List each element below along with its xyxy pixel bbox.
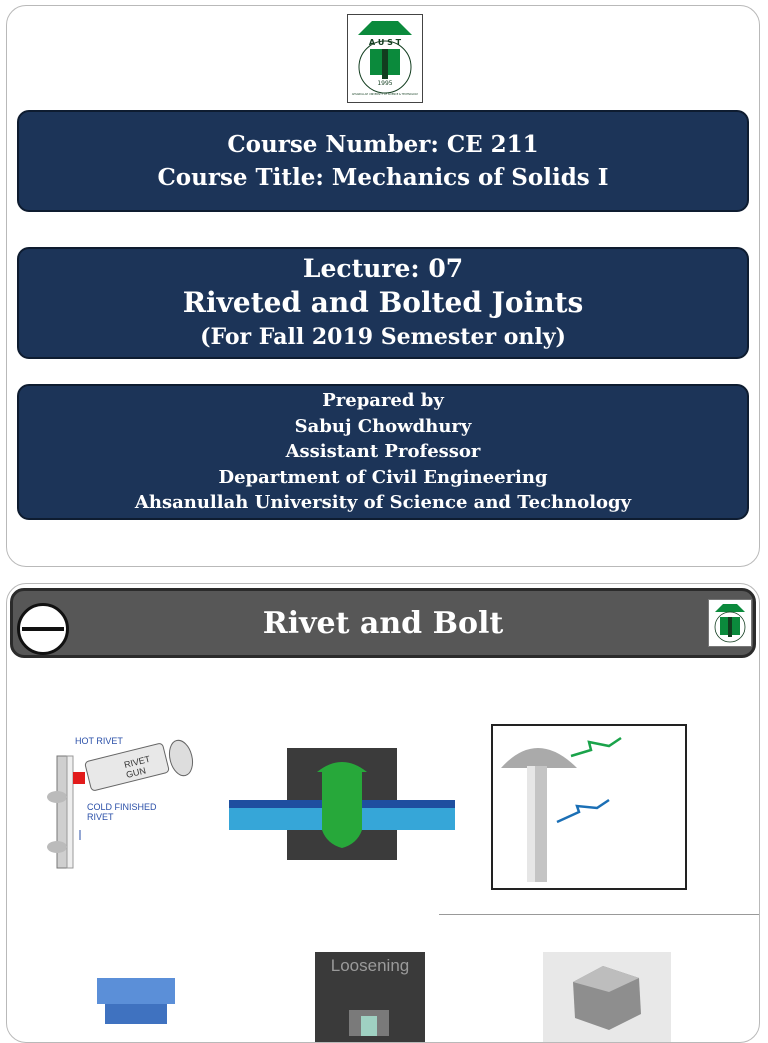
label-hot-rivet: HOT RIVET xyxy=(75,736,123,746)
rivet-bolt-slide: Rivet and Bolt HOT RIVET RIVET GUN COLD … xyxy=(6,583,760,1043)
lecture-number: Lecture: 07 xyxy=(302,254,464,283)
label-rivet-gun-2: GUN xyxy=(125,765,147,780)
author-name: Sabuj Chowdhury xyxy=(294,415,472,437)
university-logo: A U S T 1995 AHSANULLAH UNIVERSITY OF SC… xyxy=(347,14,423,103)
author-info-band: Prepared by Sabuj Chowdhury Assistant Pr… xyxy=(17,384,749,520)
logo-ring-text: AHSANULLAH UNIVERSITY OF SCIENCE & TECHN… xyxy=(352,93,419,96)
loosening-caption: Loosening xyxy=(330,956,410,975)
author-position: Assistant Professor xyxy=(285,441,481,463)
small-logo-icon xyxy=(708,599,752,647)
circle-minus-icon xyxy=(17,603,69,655)
slide-title: Rivet and Bolt xyxy=(262,605,504,641)
lecture-topic: Riveted and Bolted Joints xyxy=(182,286,584,319)
bolt-head-image xyxy=(543,952,671,1042)
course-info-band: Course Number: CE 211 Course Title: Mech… xyxy=(17,110,749,212)
label-cold-finished: COLD FINISHED xyxy=(87,802,157,812)
author-department: Department of Civil Engineering xyxy=(218,466,548,488)
bolt-nut-image xyxy=(91,970,181,1024)
logo-text-top: A U S T xyxy=(369,38,402,47)
aust-logo-graphic: A U S T 1995 AHSANULLAH UNIVERSITY OF SC… xyxy=(351,18,419,99)
rivet-illustration xyxy=(491,724,687,890)
loosening-image: Loosening xyxy=(315,952,425,1042)
rivet-cross-section xyxy=(217,744,467,864)
title-slide: A U S T 1995 AHSANULLAH UNIVERSITY OF SC… xyxy=(6,5,760,567)
rivet-gun-diagram: HOT RIVET RIVET GUN COLD FINISHED RIVET xyxy=(45,732,205,872)
course-title: Course Title: Mechanics of Solids I xyxy=(157,164,609,191)
prepared-by: Prepared by xyxy=(322,390,444,412)
lecture-info-band: Lecture: 07 Riveted and Bolted Joints (F… xyxy=(17,247,749,359)
slide-title-bar: Rivet and Bolt xyxy=(10,588,756,658)
logo-year: 1995 xyxy=(377,80,392,87)
author-university: Ahsanullah University of Science and Tec… xyxy=(134,492,632,514)
lecture-note: (For Fall 2019 Semester only) xyxy=(200,324,566,350)
divider-line xyxy=(439,914,759,915)
label-cold-rivet: RIVET xyxy=(87,812,114,822)
course-number: Course Number: CE 211 xyxy=(227,131,539,158)
